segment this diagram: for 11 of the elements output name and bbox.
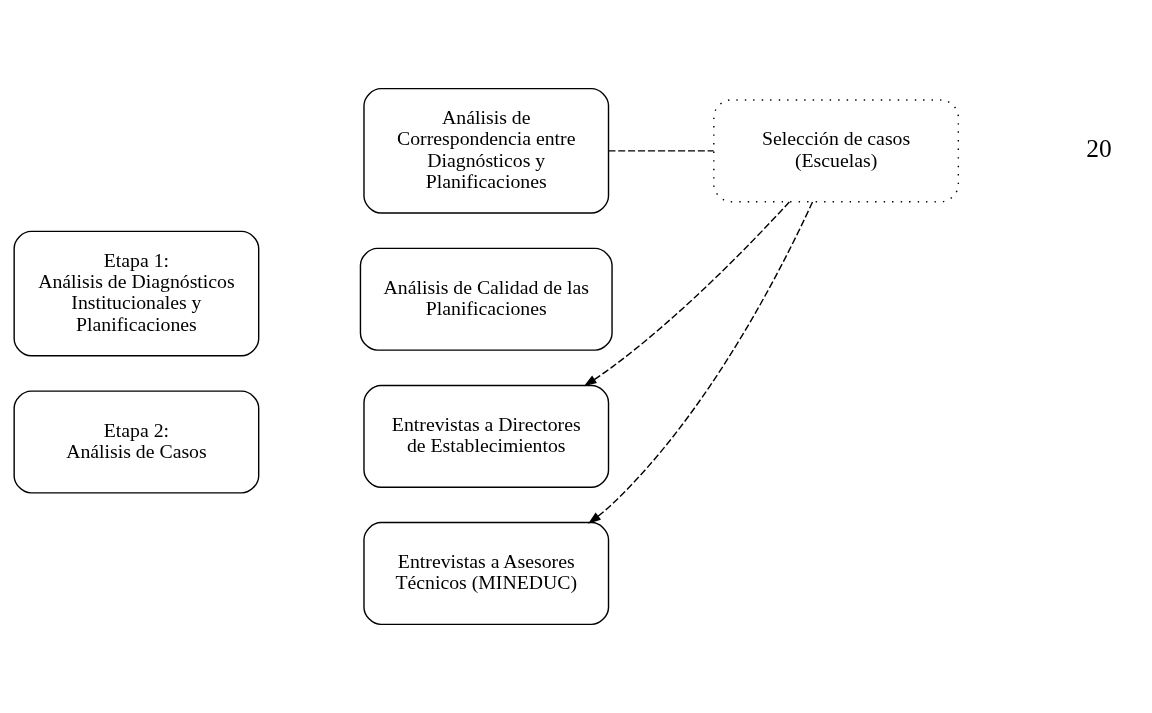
connector: [607, 150, 715, 152]
label: 20: [1086, 134, 1112, 164]
node-box: Etapa 2: Análisis de Casos: [13, 390, 260, 494]
node-box: Análisis de Correspondencia entre Diagnósticos y Planificaciones: [363, 87, 610, 214]
arrow: [583, 201, 791, 387]
node-box: Selección de casos (Escuelas): [713, 99, 960, 203]
node-box: Etapa 1: Análisis de Diagnósticos Institucionales y Planificaciones: [13, 230, 260, 357]
node-box: Entrevistas a Directores de Establecimientos: [363, 384, 610, 488]
node-box: Análisis de Calidad de las Planificaciones: [359, 247, 613, 351]
arrow: [588, 201, 814, 524]
node-box: Entrevistas a Asesores Técnicos (MINEDUC): [363, 521, 610, 626]
